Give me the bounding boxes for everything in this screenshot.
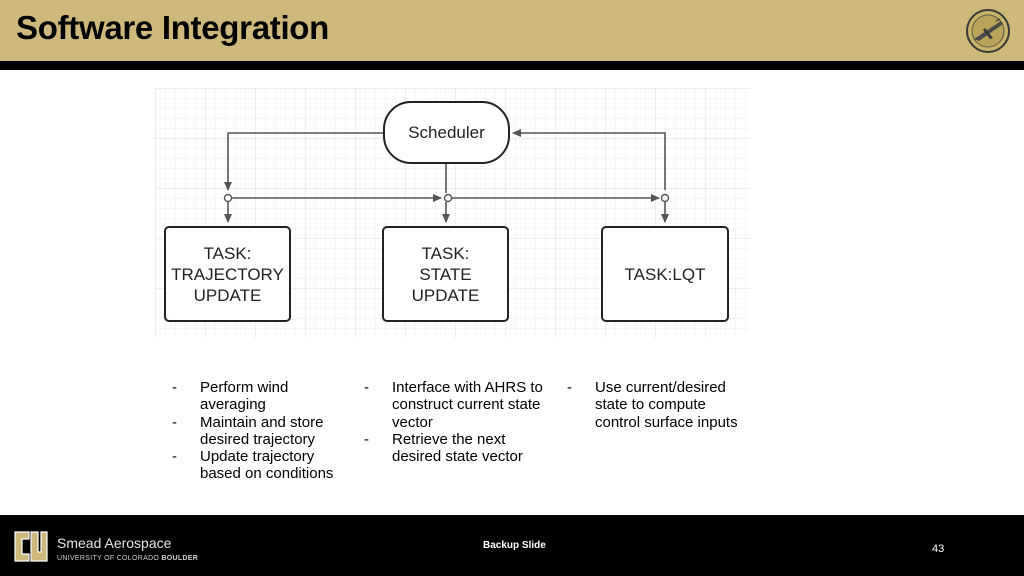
junction-1 — [223, 193, 233, 203]
cu-logo-icon — [14, 531, 48, 562]
brand-subtitle-strong: BOULDER — [161, 555, 199, 562]
task-trajectory-node: TASK: TRAJECTORY UPDATE — [164, 226, 291, 322]
header-band — [0, 0, 1024, 61]
page-title: Software Integration — [16, 9, 330, 46]
connector-scheduler-left — [224, 132, 383, 191]
junction-2 — [443, 193, 453, 203]
list-item: Use current/desired state to compute con… — [567, 379, 752, 431]
footer-center-text: Backup Slide — [483, 540, 546, 551]
notes-lqt: Use current/desired state to compute con… — [567, 379, 752, 431]
notes-state: Interface with AHRS to construct current… — [364, 379, 549, 465]
brand-name: Smead Aerospace — [57, 535, 172, 551]
footer-band — [0, 515, 1024, 576]
list-item: Retrieve the next desired state vector — [364, 431, 549, 466]
page-number: 43 — [932, 543, 945, 555]
brand-subtitle-prefix: UNIVERSITY OF COLORADO — [57, 555, 160, 562]
header-divider — [0, 61, 1024, 70]
list-item: Maintain and store desired trajectory — [172, 414, 357, 449]
list-item: Interface with AHRS to construct current… — [364, 379, 549, 431]
connector-lqt-to-scheduler — [512, 129, 666, 190]
scheduler-node: Scheduler — [383, 101, 510, 164]
notes-trajectory: Perform wind averaging Maintain and stor… — [172, 379, 357, 483]
brand-subtitle: UNIVERSITY OF COLORADO BOULDER — [57, 555, 198, 562]
list-item: Update trajectory based on conditions — [172, 448, 357, 483]
task-lqt-node: TASK:LQT — [601, 226, 729, 322]
list-item: Perform wind averaging — [172, 379, 357, 414]
aircraft-emblem-icon — [966, 9, 1010, 53]
task-state-node: TASK: STATE UPDATE — [382, 226, 509, 322]
junction-3 — [660, 193, 670, 203]
